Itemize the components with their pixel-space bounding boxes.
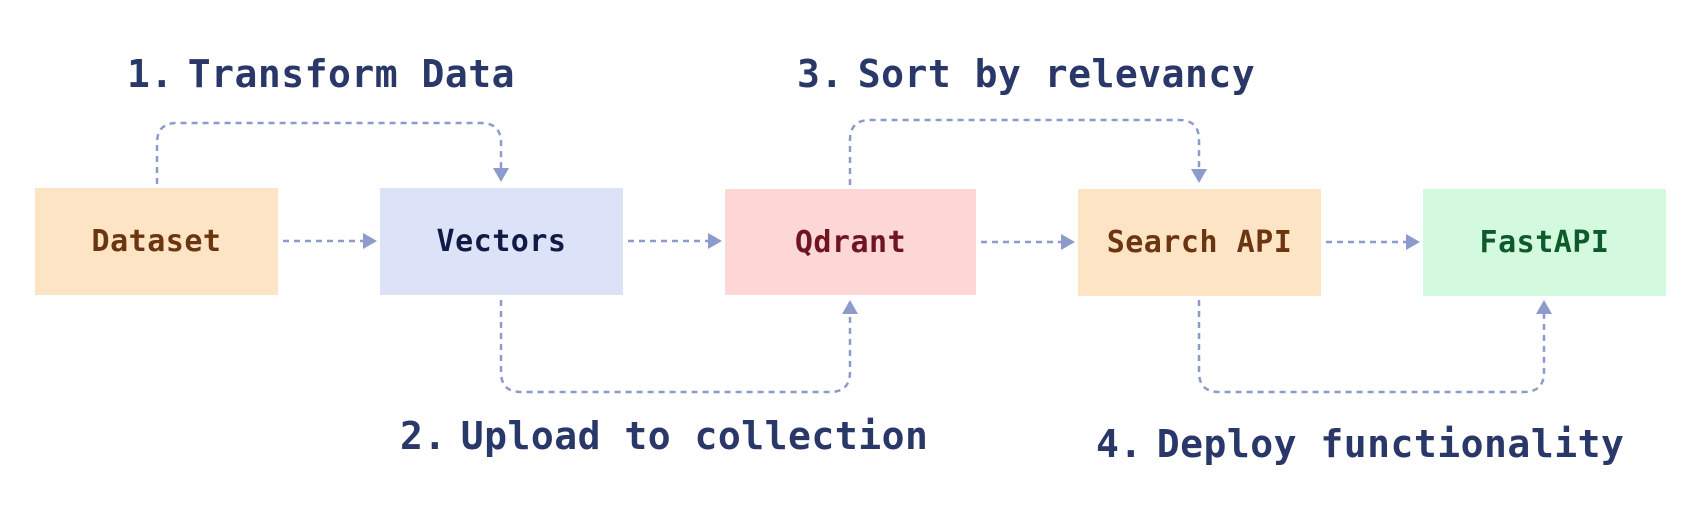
arrowhead-vectors-to-qdrant	[708, 233, 722, 249]
node-qdrant-label: Qdrant	[794, 224, 907, 260]
step-text: Sort by relevancy	[857, 52, 1256, 96]
step-text: Transform Data	[187, 52, 516, 96]
step-number: 2.	[400, 414, 447, 458]
node-search-api: Search API	[1078, 189, 1321, 296]
arrowhead-sort-by-relevancy	[1191, 169, 1207, 183]
node-vectors: Vectors	[380, 188, 623, 295]
step-number: 1.	[127, 52, 174, 96]
arrowhead-qdrant-to-search	[1061, 234, 1075, 250]
node-fastapi-label: FastAPI	[1479, 225, 1610, 260]
step-label-upload-to-collection: 2. Upload to collection	[400, 414, 928, 458]
loop-upload-to-collection	[499, 300, 852, 394]
arrowhead-transform-data	[493, 168, 509, 182]
step-number: 3.	[797, 52, 844, 96]
loop-deploy-functionality	[1197, 300, 1546, 394]
node-vectors-label: Vectors	[436, 224, 567, 259]
node-dataset: Dataset	[35, 188, 278, 295]
step-label-sort-by-relevancy: 3. Sort by relevancy	[797, 52, 1255, 96]
arrowhead-deploy-functionality	[1536, 300, 1552, 314]
arrowhead-upload-to-collection	[842, 300, 858, 314]
step-number: 4.	[1096, 422, 1143, 466]
node-qdrant: Qdrant	[725, 189, 976, 295]
node-search-api-label: Search API	[1106, 225, 1293, 260]
step-text: Upload to collection	[460, 414, 929, 458]
arrowhead-dataset-to-vectors	[363, 233, 377, 249]
loop-sort-by-relevancy	[848, 118, 1201, 185]
step-label-transform-data: 1. Transform Data	[127, 52, 515, 96]
node-fastapi: FastAPI	[1423, 189, 1666, 296]
arrowhead-search-to-fastapi	[1406, 234, 1420, 250]
node-dataset-label: Dataset	[91, 224, 222, 259]
step-label-deploy-functionality: 4. Deploy functionality	[1096, 422, 1624, 466]
loop-transform-data	[155, 121, 503, 184]
step-text: Deploy functionality	[1156, 422, 1625, 466]
